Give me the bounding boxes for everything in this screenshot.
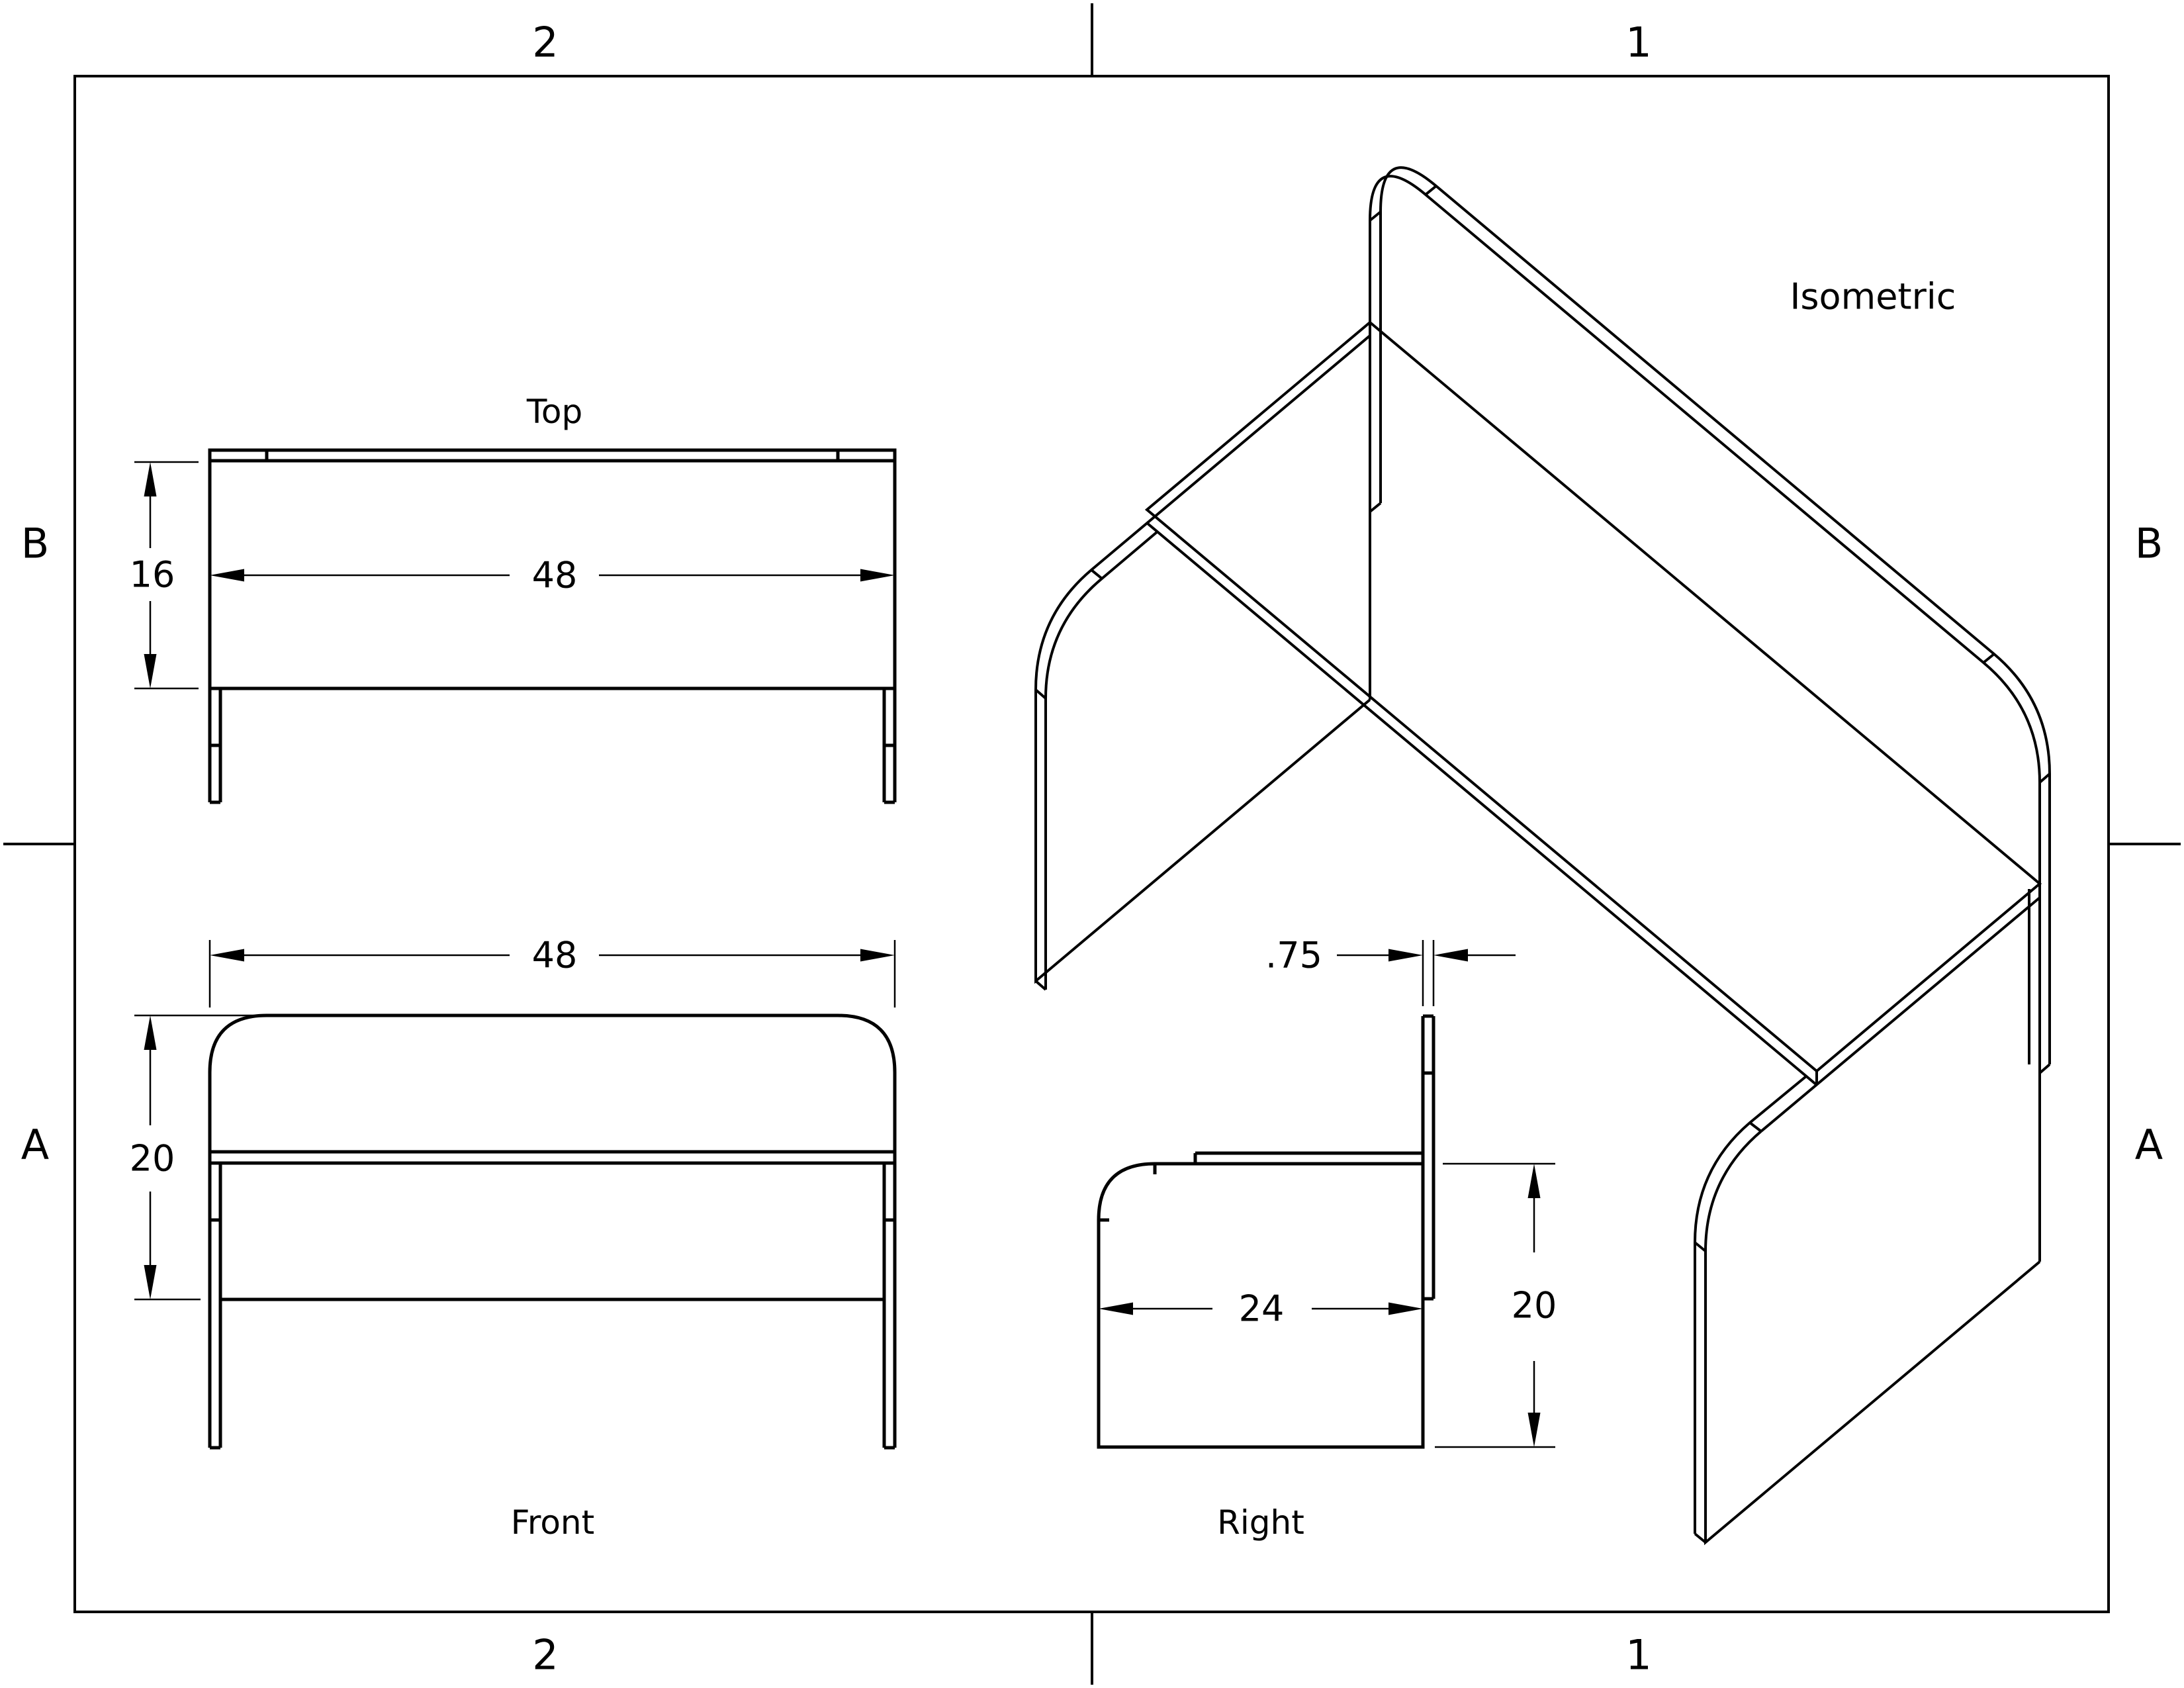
right-dimension-20: 20 — [1435, 1162, 1557, 1448]
zone-label-a-right: A — [2135, 1121, 2163, 1169]
isometric-edge — [1369, 211, 1382, 222]
drawing-frame — [3, 3, 2181, 1685]
sheet-border — [73, 75, 2110, 1613]
isometric-view: Isometric — [1034, 166, 2051, 1546]
top-dimension-16: 16 — [130, 461, 199, 690]
dimension-arrowhead — [860, 949, 895, 962]
isometric-edge — [1694, 1532, 1707, 1544]
dimension-arrowhead — [1433, 949, 1468, 962]
zone-label-1-top: 1 — [1625, 19, 1651, 67]
right-edge — [1097, 1162, 1425, 1449]
dimension-text: .75 — [1265, 935, 1322, 976]
isometric-edge — [2038, 1063, 2051, 1074]
zone-label-b-left: B — [21, 520, 50, 568]
view-label-top: Top — [526, 393, 582, 431]
isometric-edge — [1424, 185, 1437, 196]
dimension-text: 24 — [1239, 1288, 1285, 1330]
zone-label-a-left: A — [21, 1121, 49, 1169]
view-label-front: Front — [511, 1503, 594, 1542]
isometric-edge — [1704, 1130, 2041, 1546]
isometric-edge — [1146, 522, 1818, 1086]
dimension-text: 48 — [532, 555, 578, 596]
view-label-right: Right — [1217, 1503, 1304, 1542]
isometric-edge — [1694, 1241, 1707, 1252]
dimension-arrowhead — [144, 1265, 157, 1299]
isometric-edge — [1982, 653, 1995, 664]
dimension-arrowhead — [860, 569, 895, 582]
isometric-edge — [1034, 980, 1047, 991]
dimension-arrowhead — [1388, 949, 1423, 962]
isometric-edge — [1034, 688, 1047, 700]
isometric-edge — [1694, 1075, 1807, 1534]
isometric-edge — [1369, 175, 2041, 1262]
front-dimension-48: 48 — [208, 935, 896, 1008]
dimension-arrowhead — [210, 569, 244, 582]
dimension-arrowhead — [1388, 1302, 1423, 1315]
isometric-edge — [1090, 569, 1103, 580]
dimension-arrowhead — [1099, 1302, 1133, 1315]
dimension-arrowhead — [210, 949, 244, 962]
isometric-edge — [1044, 530, 1159, 990]
dimension-text: 48 — [532, 935, 578, 976]
zone-label-2-bottom: 2 — [532, 1631, 558, 1679]
dimension-arrowhead — [1527, 1164, 1541, 1198]
zone-label-b-right: B — [2135, 520, 2163, 568]
dimension-text: 20 — [130, 1138, 175, 1180]
isometric-edge — [1369, 502, 1382, 513]
right-dimension-24: 24 — [1099, 1288, 1423, 1330]
front-dimension-20: 20 — [130, 1014, 271, 1301]
front-edge — [837, 1013, 897, 1448]
zone-label-1-bottom: 1 — [1625, 1631, 1651, 1679]
top-dimension-48: 48 — [210, 555, 895, 596]
zone-label-2-top: 2 — [532, 19, 558, 67]
dimension-arrowhead — [144, 654, 157, 688]
isometric-edge — [1034, 334, 1371, 984]
isometric-edge — [1760, 896, 2041, 1133]
isometric-edge — [2038, 773, 2051, 784]
right-dimension-75: .75 — [1265, 935, 1516, 1006]
view-top: 48 16 Top — [130, 393, 897, 804]
view-label-isometric: Isometric — [1790, 276, 1956, 318]
dimension-arrowhead — [144, 1015, 157, 1050]
front-edge — [208, 1013, 267, 1448]
dimension-text: 16 — [130, 554, 175, 596]
dimension-text: 20 — [1512, 1285, 1557, 1327]
dimension-arrowhead — [144, 462, 157, 496]
isometric-edge — [1749, 1121, 1762, 1133]
dimension-arrowhead — [1527, 1413, 1541, 1447]
